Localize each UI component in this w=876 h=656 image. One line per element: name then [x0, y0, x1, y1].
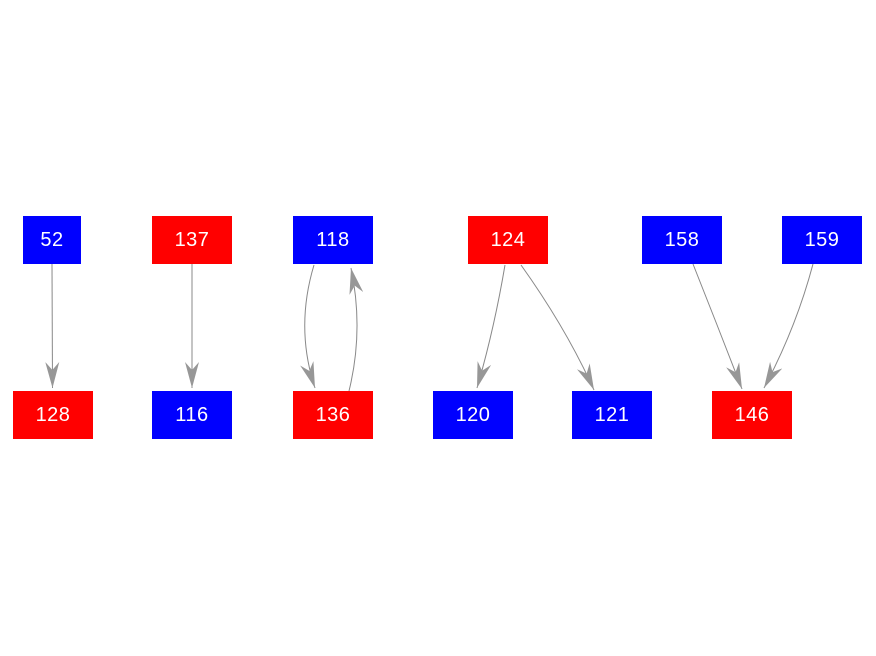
- graph-node-label: 116: [175, 404, 209, 426]
- graph-node-158: 158: [642, 216, 722, 264]
- graph-node-116: 116: [152, 391, 232, 439]
- graph-node-120: 120: [433, 391, 513, 439]
- edge-124-120: [476, 264, 506, 389]
- graph-node-136: 136: [293, 391, 373, 439]
- graph-node-121: 121: [572, 391, 652, 439]
- graph-node-label: 52: [40, 229, 64, 251]
- graph-node-52: 52: [23, 216, 81, 264]
- graph-node-159: 159: [782, 216, 862, 264]
- edge-52-128: [45, 263, 60, 389]
- graph-node-label: 146: [734, 404, 770, 426]
- edge-159-146: [763, 263, 814, 389]
- graph-node-label: 128: [35, 404, 71, 426]
- graph-node-label: 158: [664, 229, 700, 251]
- edge-158-146: [692, 263, 743, 390]
- graph-node-label: 121: [594, 404, 630, 426]
- edge-118-136: [300, 264, 316, 389]
- graph-node-146: 146: [712, 391, 792, 439]
- graph-node-label: 137: [174, 229, 210, 251]
- edge-136-118: [348, 267, 364, 392]
- edge-124-121: [520, 264, 595, 391]
- graph-node-label: 136: [315, 404, 351, 426]
- graph-node-label: 120: [455, 404, 491, 426]
- graph-node-label: 124: [490, 229, 526, 251]
- graph-node-137: 137: [152, 216, 232, 264]
- graph-node-124: 124: [468, 216, 548, 264]
- graph-node-label: 118: [316, 229, 350, 251]
- graph-node-118: 118: [293, 216, 373, 264]
- graph-node-128: 128: [13, 391, 93, 439]
- graph-node-label: 159: [804, 229, 840, 251]
